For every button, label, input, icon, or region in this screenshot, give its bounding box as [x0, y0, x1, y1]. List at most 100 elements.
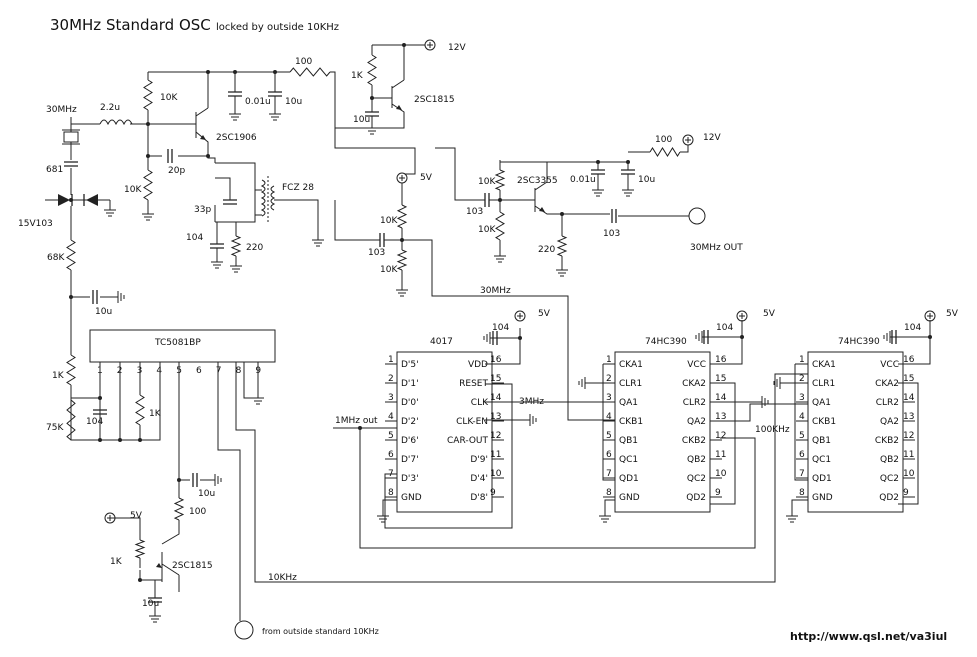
label-c103-base: 103 [466, 207, 483, 217]
label-r100-top: 100 [295, 57, 312, 67]
label-r10k-q3-top: 10K [478, 177, 496, 187]
net-label-1mhz: 1MHz out [335, 416, 378, 426]
ground-icon [578, 377, 586, 389]
ground-icon [377, 515, 389, 523]
ground-icon [786, 515, 798, 523]
label-c10u-rail: 10u [285, 97, 302, 107]
ic-pin-number: 4 [606, 412, 612, 422]
ic-pin-number: 6 [606, 450, 612, 460]
ground-icon [599, 515, 611, 523]
ground-icon [883, 331, 891, 343]
ic-pin-number: 10 [715, 469, 727, 479]
capacitor-icon [210, 243, 224, 249]
label-c10u-q3: 10u [638, 175, 655, 185]
ic-pin-number: 2 [606, 374, 612, 384]
label-inductor: 2.2u [100, 103, 120, 113]
ic-pin-label: GND [812, 493, 833, 503]
label-12v-right: 12V [703, 133, 721, 143]
label-c001-q3: 0.01u [570, 175, 596, 185]
ic-pin-number: 13 [715, 412, 726, 422]
plus-icon [399, 175, 405, 181]
ic-pin-label: GND [401, 493, 422, 503]
ground-icon [269, 113, 281, 121]
label-c20p: 20p [168, 166, 185, 176]
ic-pin-number: 7 [799, 469, 805, 479]
ic-pin-label: CKA1 [812, 360, 836, 370]
ic-pin-label: QB2 [687, 455, 706, 465]
ic-pin-number: 11 [903, 450, 914, 460]
ground-icon [494, 255, 506, 263]
label-q1: 2SC1906 [216, 133, 257, 143]
ic-pin-number: 14 [715, 393, 727, 403]
ground-icon [529, 414, 537, 426]
label-12v-top: 12V [448, 43, 466, 53]
label-r1k-pin3: 1K [149, 409, 162, 419]
ic-pin-number: 12 [715, 431, 726, 441]
ic-pin-number: 14 [490, 393, 502, 403]
label-transformer: FCZ 28 [282, 183, 314, 193]
label-external-10khz: from outside standard 10KHz [262, 627, 379, 636]
transistor-arrow-icon [539, 207, 545, 212]
capacitor-icon [92, 290, 98, 304]
ic-pin-number: 1 [606, 355, 612, 365]
ic-pin-label: QA2 [687, 417, 706, 427]
ic-pin-label: VCC [687, 360, 706, 370]
ic-pin-number: 14 [903, 393, 915, 403]
ic-tc5081bp-pin-number: 4 [156, 366, 162, 376]
resistor-icon [396, 249, 408, 271]
ic-pin-number: 10 [903, 469, 915, 479]
net-label-100khz: 100KHz [755, 425, 790, 435]
crystal-icon [62, 129, 80, 145]
ic-pin-label: QC1 [812, 455, 831, 465]
ground-group [104, 113, 891, 623]
ic-pin-number: 5 [606, 431, 612, 441]
ground-icon [312, 239, 324, 247]
label-varicap: 15V103 [18, 219, 53, 229]
ic-pin-number: 8 [799, 488, 805, 498]
ic-pin-label: CAR-OUT [447, 436, 488, 446]
label-r100-q3: 100 [655, 135, 672, 145]
capacitor-icon [167, 149, 173, 163]
ground-icon [556, 269, 568, 277]
ic-pin-label: QB2 [880, 455, 899, 465]
ic-pin-label: D'5' [401, 360, 419, 370]
ic-pin-label: CLR2 [876, 398, 899, 408]
ic-pin-label: CKB1 [812, 417, 836, 427]
label-r75k: 75K [46, 423, 64, 433]
capacitor-icon [223, 199, 237, 205]
ic-pin-label: QC2 [687, 474, 706, 484]
capacitor-icon [192, 473, 198, 487]
ic-pin-number: 6 [799, 450, 805, 460]
input-terminal-icon [234, 620, 254, 640]
ic-pin-label: CLR2 [683, 398, 706, 408]
ic-pin-label: CLR1 [619, 379, 642, 389]
junction-dots [69, 43, 932, 582]
label-output-30mhz: 30MHz OUT [690, 243, 743, 253]
ic-pin-label: QD1 [619, 474, 639, 484]
ic-pin-number: 9 [903, 488, 909, 498]
resistor-icon [66, 239, 76, 271]
ic-pin-label: QA1 [812, 398, 831, 408]
label-c104-loop: 104 [86, 417, 103, 427]
plus-icon [685, 137, 691, 143]
label-r1k-q4: 1K [110, 557, 123, 567]
label-r1k-top: 1K [351, 71, 364, 81]
ic-pin-label: QB1 [812, 436, 831, 446]
capacitor-icon [379, 233, 385, 247]
ic-pin-number: 13 [903, 412, 914, 422]
label-c103-out: 103 [603, 229, 620, 239]
ic-pin-label: D'4' [470, 474, 488, 484]
component-labels: 12V 12V 5V 30MHz 2.2u 100 1K 10u 2SC1815… [18, 43, 959, 636]
label-r220-q3: 220 [538, 245, 555, 255]
ic-pin-number: 10 [490, 469, 502, 479]
label-r100-q4: 100 [189, 507, 206, 517]
ic-pin-label: CKB2 [682, 436, 706, 446]
label-r10k-emitter: 10K [124, 185, 142, 195]
ic-pin-number: 12 [490, 431, 501, 441]
ic-pin-label: VCC [880, 360, 899, 370]
transformer-icon [260, 176, 278, 222]
